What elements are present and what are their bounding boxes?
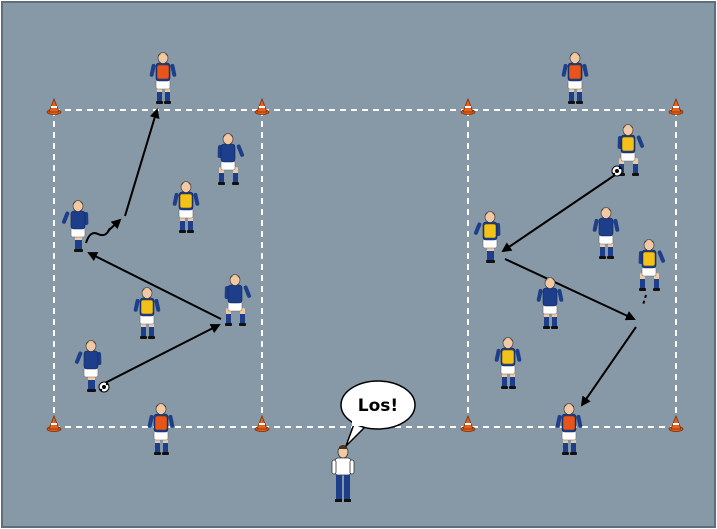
player-icon xyxy=(149,52,177,104)
arrow-pass-1 xyxy=(102,324,221,385)
coach-arm-right xyxy=(349,459,355,475)
callout-text: Los! xyxy=(358,396,398,416)
players xyxy=(61,52,666,455)
arrow-pass-4 xyxy=(501,174,616,253)
player-icon xyxy=(536,277,564,329)
player-icon xyxy=(217,133,245,185)
cone-icon xyxy=(254,97,270,115)
balls xyxy=(98,165,623,393)
speech-bubble-tail xyxy=(345,423,367,447)
arrow-dribble xyxy=(85,227,111,244)
coach xyxy=(331,445,355,502)
player-icon xyxy=(561,52,589,104)
coach-shoe-right xyxy=(344,499,351,502)
cone-icon xyxy=(254,414,270,432)
player-icon xyxy=(74,340,102,392)
cone-icon xyxy=(668,414,684,432)
speech-bubble-join xyxy=(352,420,368,426)
player-icon xyxy=(592,207,620,259)
arrow-run-short xyxy=(642,294,647,306)
cone-icon xyxy=(46,97,62,115)
coach-shoe-left xyxy=(335,499,342,502)
coach-leg-right xyxy=(344,475,350,499)
coach-arm-left xyxy=(331,459,337,475)
player-icon xyxy=(494,337,522,389)
cone-icon xyxy=(46,414,62,432)
player-icon xyxy=(133,287,161,339)
coach-shirt xyxy=(334,457,352,476)
coach-leg-left xyxy=(336,475,342,499)
action-arrows xyxy=(85,108,647,407)
speech-bubble-body xyxy=(340,380,416,430)
arrow-pass-2 xyxy=(87,252,222,320)
arrow-pass-6 xyxy=(580,326,637,407)
cones xyxy=(46,97,684,432)
player-icon xyxy=(61,200,89,252)
player-icon xyxy=(172,181,200,233)
coach-hair xyxy=(339,445,347,449)
player-icon xyxy=(224,274,252,326)
arrow-pass-3 xyxy=(124,108,160,217)
arrow-dribble-head xyxy=(107,218,122,232)
player-icon xyxy=(473,211,501,263)
cone-icon xyxy=(460,97,476,115)
cone-icon xyxy=(460,414,476,432)
player-icon xyxy=(147,403,175,455)
cone-icon xyxy=(668,97,684,115)
player-icon xyxy=(638,239,666,291)
soccer-ball-icon xyxy=(98,381,110,393)
soccer-ball-icon xyxy=(611,165,623,177)
speech-bubble: Los! xyxy=(340,380,416,447)
arrow-pass-5 xyxy=(504,258,636,321)
player-icon xyxy=(555,403,583,455)
